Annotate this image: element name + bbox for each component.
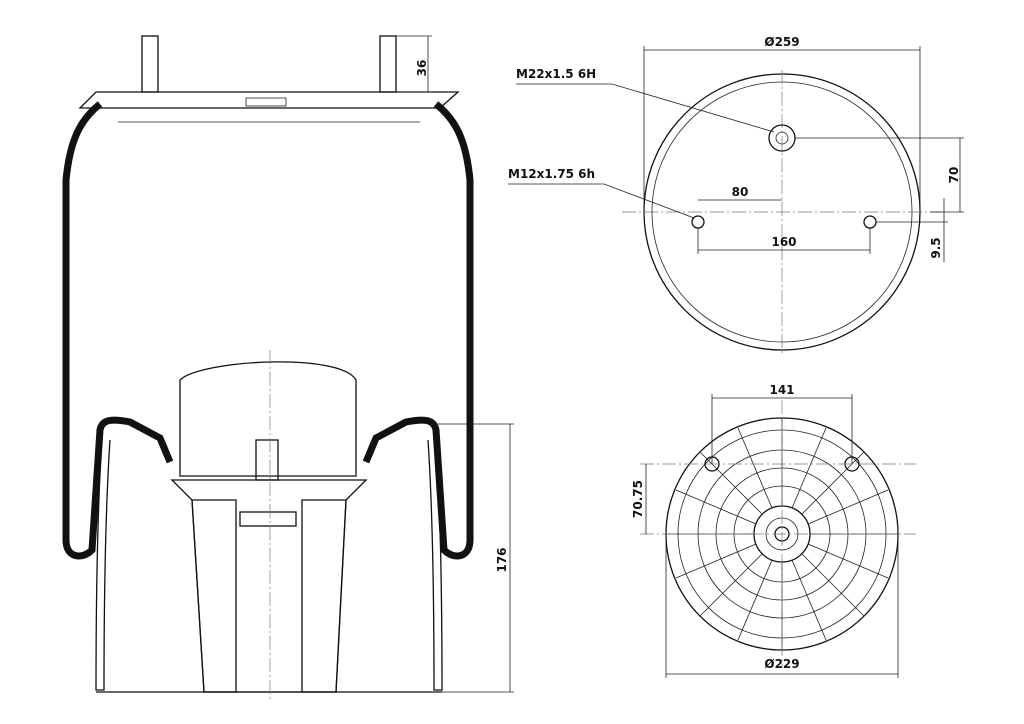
left-stud [141, 35, 159, 93]
bellow-right-wall [362, 101, 474, 560]
dim-80-label: 80 [732, 185, 749, 199]
nut [239, 511, 297, 527]
right-stud [379, 35, 397, 93]
top-plate-slot [245, 97, 287, 107]
dim-176-label: 176 [495, 547, 509, 572]
top-plate [78, 91, 460, 109]
piston-left-skirt [95, 435, 111, 691]
dim-229-label: Ø229 [764, 657, 799, 671]
callout-air-leader [516, 83, 775, 133]
dim-70-75-label: 70.75 [631, 480, 645, 518]
callout-air-thread: M22x1.5 6H [516, 67, 596, 81]
piston-core-left [191, 499, 237, 693]
top-view: Ø259 70 80 160 9.5 M22x1.5 6H M12x1.75 6… [508, 35, 964, 354]
callout-stud-thread: M12x1.75 6h [508, 167, 595, 181]
piston-core-right [301, 499, 347, 693]
dim-70-label: 70 [947, 167, 961, 184]
bottom-view: 141 70.75 Ø229 [631, 383, 916, 678]
dim-160-label: 160 [771, 235, 796, 249]
bolt-head [255, 439, 279, 481]
side-section-view: 36 176 [62, 35, 514, 700]
right-stud-hole [863, 215, 877, 229]
bellow-left-wall [62, 101, 174, 560]
dim-9-5-label: 9.5 [929, 237, 943, 258]
air-fitting-inner [775, 131, 789, 145]
bumper [179, 361, 357, 477]
piston-right-skirt [427, 435, 443, 691]
callout-stud-leader [508, 183, 695, 219]
dim-141-label: 141 [769, 383, 794, 397]
dim-36-label: 36 [415, 60, 429, 77]
dim-259-label: Ø259 [764, 35, 799, 49]
